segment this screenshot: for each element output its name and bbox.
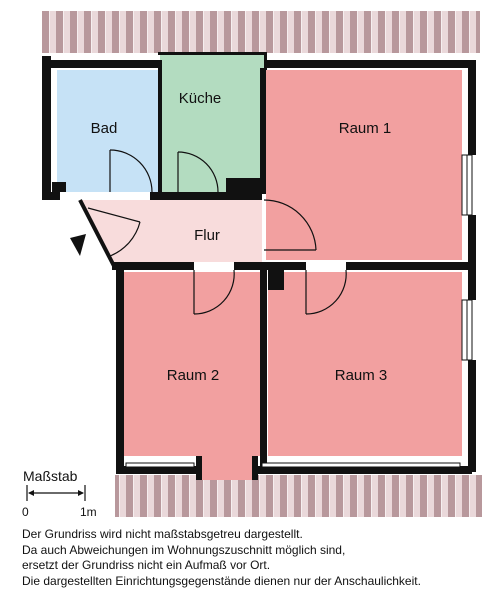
note-line: Der Grundriss wird nicht maßstabsgetreu … xyxy=(22,527,303,541)
label-kueche: Küche xyxy=(179,90,222,107)
label-raum2: Raum 2 xyxy=(167,367,220,384)
windows xyxy=(461,154,473,361)
raum2-alcove xyxy=(202,456,252,480)
walls xyxy=(42,52,476,480)
room-raum1 xyxy=(266,70,462,260)
label-flur: Flur xyxy=(194,227,220,244)
scale-start-label: 0 xyxy=(22,505,29,519)
label-raum3: Raum 3 xyxy=(335,367,388,384)
room-raum3 xyxy=(268,272,462,456)
scale-bar: Maßstab 0 1m xyxy=(22,468,97,519)
room-kueche xyxy=(160,52,264,192)
scale-title: Maßstab xyxy=(23,468,78,484)
entrance-arrow-icon xyxy=(70,234,86,256)
room-bad xyxy=(57,70,158,192)
roof-band-top xyxy=(42,11,480,53)
note-line: Die dargestellten Einrichtungsgegenständ… xyxy=(22,573,421,588)
disclaimer-note: Der Grundriss wird nicht maßstabsgetreu … xyxy=(22,527,421,589)
door-swings xyxy=(87,149,347,315)
windows-bottom xyxy=(125,462,461,468)
entrance-wall xyxy=(78,199,116,267)
roof-band-bottom xyxy=(115,475,482,517)
room-raum2 xyxy=(124,272,260,456)
scale-end-label: 1m xyxy=(80,505,97,519)
note-line: ersetzt der Grundriss nicht ein Aufmaß v… xyxy=(22,558,271,572)
label-bad: Bad xyxy=(91,120,118,137)
label-raum1: Raum 1 xyxy=(339,120,392,137)
note-line: Da auch Abweichungen im Wohnungszuschnit… xyxy=(22,542,346,557)
